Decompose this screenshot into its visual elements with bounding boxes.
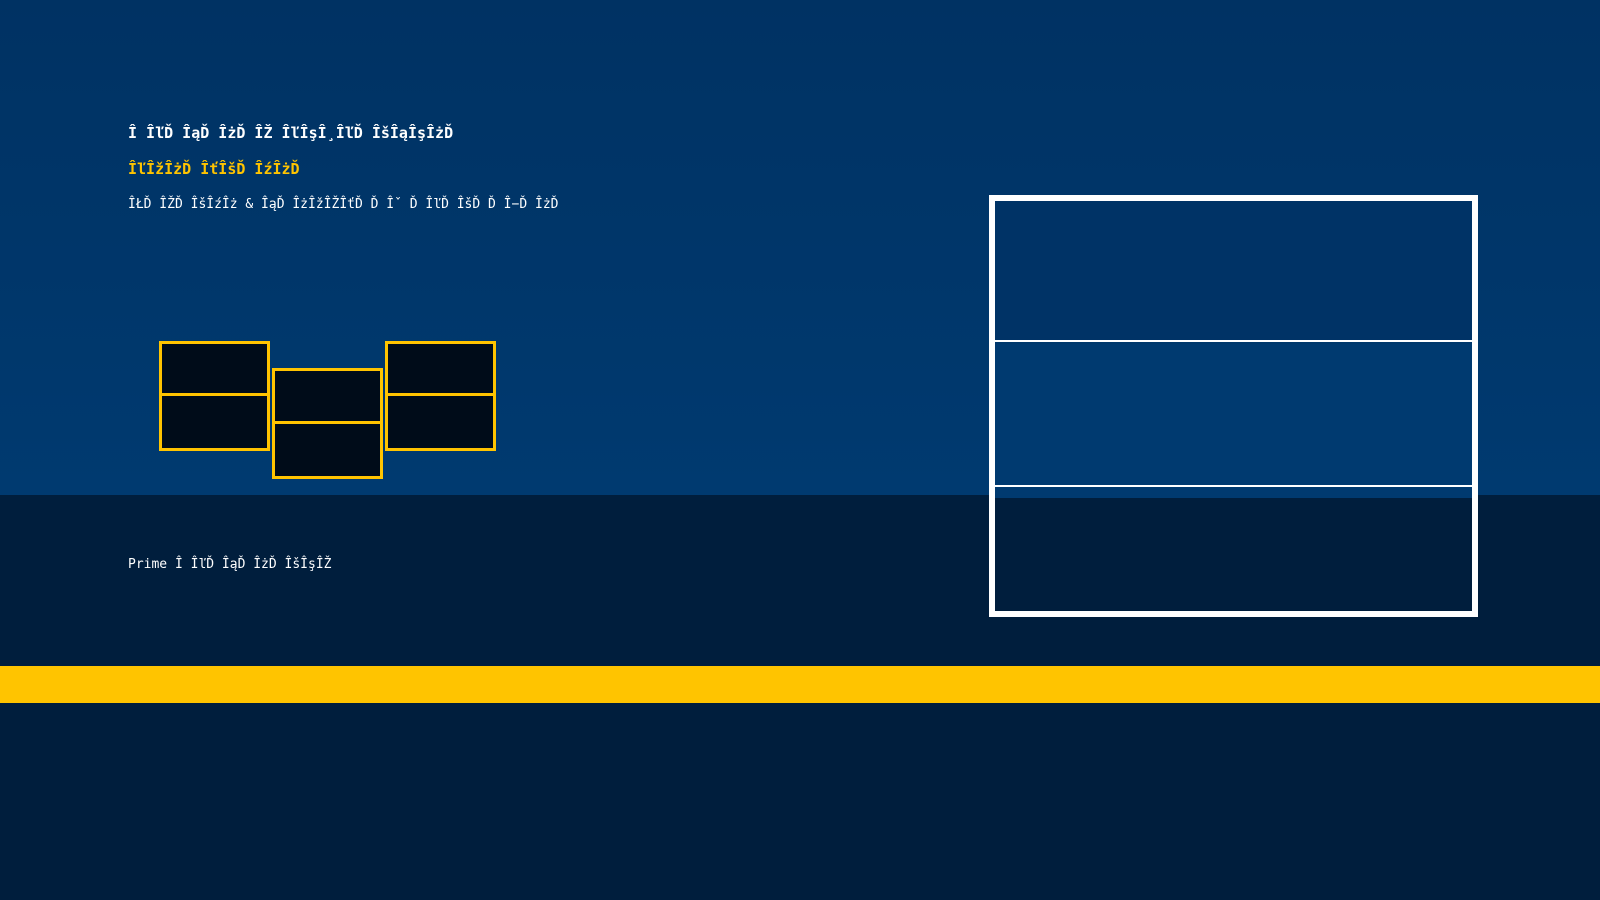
- tile-left: [159, 341, 270, 451]
- tile-center: [272, 368, 383, 479]
- panel-row-top: [995, 201, 1472, 342]
- image-panel: [989, 195, 1478, 617]
- footer-note: Prime Î ÎľĎ ÎąĎ ÎżĎ ÎšÎşÎŽ: [128, 557, 332, 572]
- tile-left-bottom: [162, 396, 267, 448]
- panel-row-middle: [995, 344, 1472, 487]
- tile-center-bottom: [275, 424, 380, 477]
- tile-center-top: [275, 371, 380, 424]
- hero-subhead: ÎľÎžÎżĎ ÎťÎšĎ ÎźÎżĎ: [128, 160, 300, 178]
- accent-stripe: [0, 666, 1600, 703]
- tile-left-top: [162, 344, 267, 396]
- hero-description: ÎŁĎ ÎŽĎ ÎšÎźÎż & ÎąĎ ÎżÎžÎŽÎťĎ Ď Îˇ Ď Îľ…: [128, 197, 559, 212]
- hero-headline: Î ÎľĎ ÎąĎ ÎżĎ ÎŽ ÎľÎşÎ¸ÎľĎ ÎšÎąÎşÎżĎ: [128, 124, 454, 142]
- tile-right-bottom: [388, 396, 493, 448]
- tile-right-top: [388, 344, 493, 396]
- panel-row-bottom: [995, 489, 1472, 611]
- tile-right: [385, 341, 496, 451]
- panel-row-bottom-upper: [995, 489, 1472, 498]
